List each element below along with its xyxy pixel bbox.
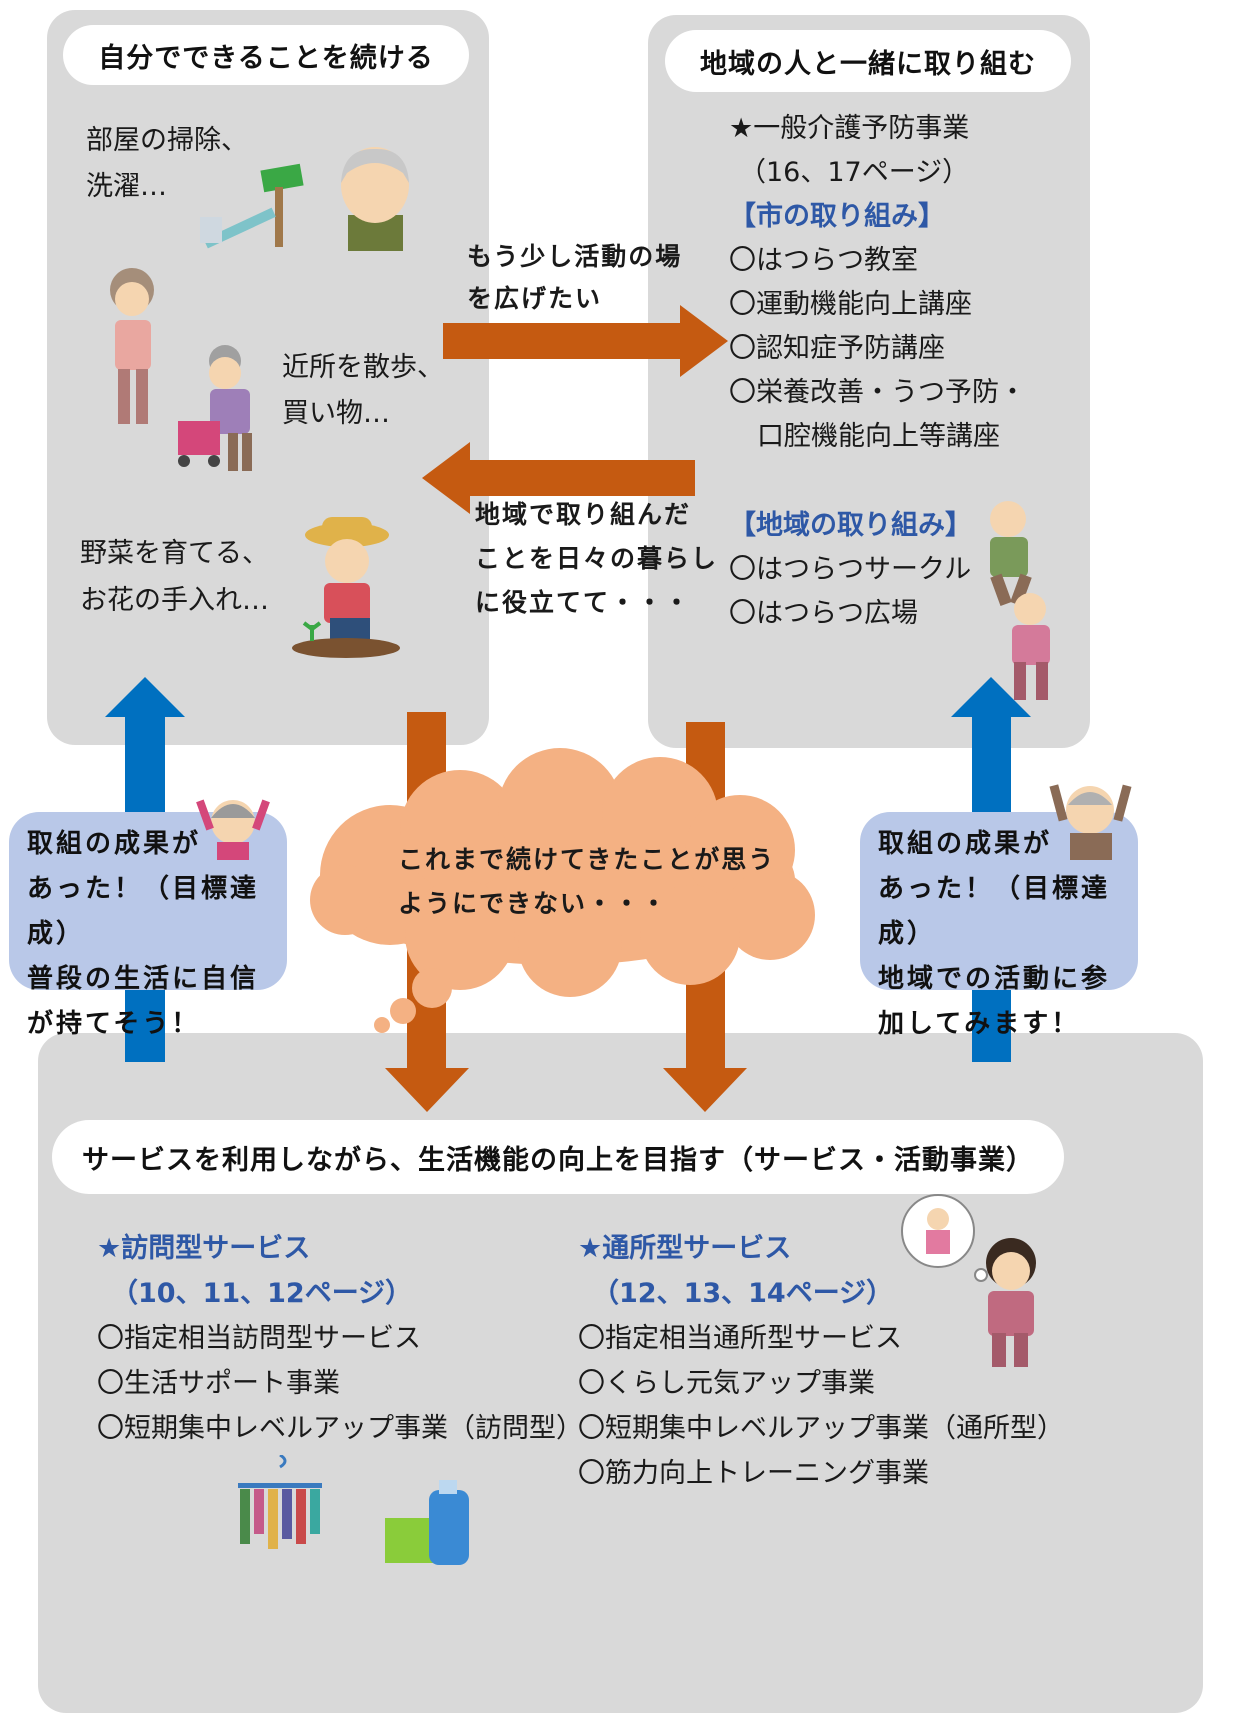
laundry-hanger-icon <box>238 1455 322 1549</box>
walking-woman-icon <box>110 268 154 424</box>
arrow-left <box>422 442 695 514</box>
arrow-left-label: 地域で取り組んだことを日々の暮らしに役立てて・・・ <box>475 500 719 617</box>
cleaning-tools-icon <box>200 163 304 249</box>
arrow-right <box>443 305 728 377</box>
community-title: 地域の人と一緒に取り組む <box>665 30 1071 92</box>
thinking-woman-icon <box>901 1194 1036 1367</box>
exercising-seniors-icon <box>990 501 1050 700</box>
thought-cloud <box>310 748 815 1033</box>
cleaning-text: 部屋の掃除、洗濯… <box>86 125 248 202</box>
daycare-service-block: ★通所型サービス （12、13、14ページ） 〇指定相当通所型サービス 〇くらし… <box>578 1233 1064 1489</box>
city-initiatives-heading: 【市の取り組み】 <box>729 201 945 232</box>
visiting-service-block: ★訪問型サービス （10、11、12ページ） 〇指定相当訪問型サービス 〇生活サ… <box>97 1233 583 1444</box>
general-prevention-list: ★一般介護予防事業 （16、17ページ） 【市の取り組み】 〇はつらつ教室 〇運… <box>729 113 1026 452</box>
local-initiatives-list: 【地域の取り組み】 〇はつらつサークル 〇はつらつ広場 <box>729 504 972 636</box>
cheering-man-icon <box>1049 784 1132 860</box>
shopping-cart-woman-icon <box>178 345 252 471</box>
service-title: サービスを利用しながら、生活機能の向上を目指す（サービス・活動事業） <box>52 1120 1064 1194</box>
arrow-right-label: もう少し活動の場を広げたい <box>467 242 683 313</box>
elderly-man-icon <box>341 147 409 251</box>
cloud-text: これまで続けてきたことが思うようにできない・・・ <box>398 845 776 918</box>
gardening-text: 野菜を育てる、お花の手入れ… <box>80 538 269 616</box>
detergent-icon <box>385 1480 469 1565</box>
left-achievement-callout: 取組の成果があった！（目標達成）普段の生活に自信が持てそう！ <box>9 812 287 1039</box>
gardening-farmer-icon <box>292 517 400 658</box>
self-care-title: 自分でできることを続ける <box>63 25 469 85</box>
cheering-woman-icon <box>196 799 270 860</box>
local-initiatives-heading: 【地域の取り組み】 <box>729 510 972 541</box>
walking-text: 近所を散歩、買い物… <box>282 352 444 429</box>
